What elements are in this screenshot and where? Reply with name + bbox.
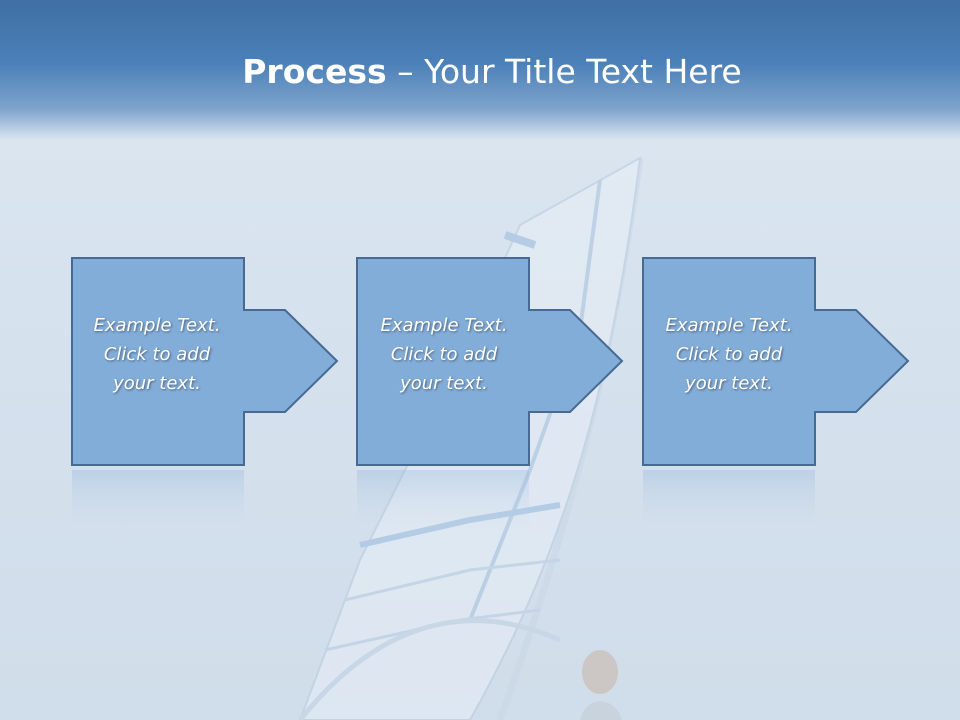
step-2-line-3: your text. (400, 373, 488, 394)
step-2-line-2: Click to add (390, 344, 498, 365)
step-1-line-1: Example Text. (93, 315, 221, 336)
header-banner (0, 0, 960, 140)
step-2-line-1: Example Text. (380, 315, 508, 336)
title-rest: – Your Title Text Here (386, 52, 742, 91)
step-3-line-2: Click to add (675, 344, 783, 365)
process-step-3-text[interactable]: Example Text. Click to add your text. (643, 311, 815, 398)
slide-title[interactable]: Process – Your Title Text Here (0, 52, 960, 91)
step-3-line-1: Example Text. (665, 315, 793, 336)
step-1-line-2: Click to add (103, 344, 211, 365)
process-step-2-text[interactable]: Example Text. Click to add your text. (358, 311, 530, 398)
step-3-line-3: your text. (685, 373, 773, 394)
step-1-line-3: your text. (113, 373, 201, 394)
title-bold: Process (242, 52, 387, 91)
process-step-1-text[interactable]: Example Text. Click to add your text. (71, 311, 243, 398)
